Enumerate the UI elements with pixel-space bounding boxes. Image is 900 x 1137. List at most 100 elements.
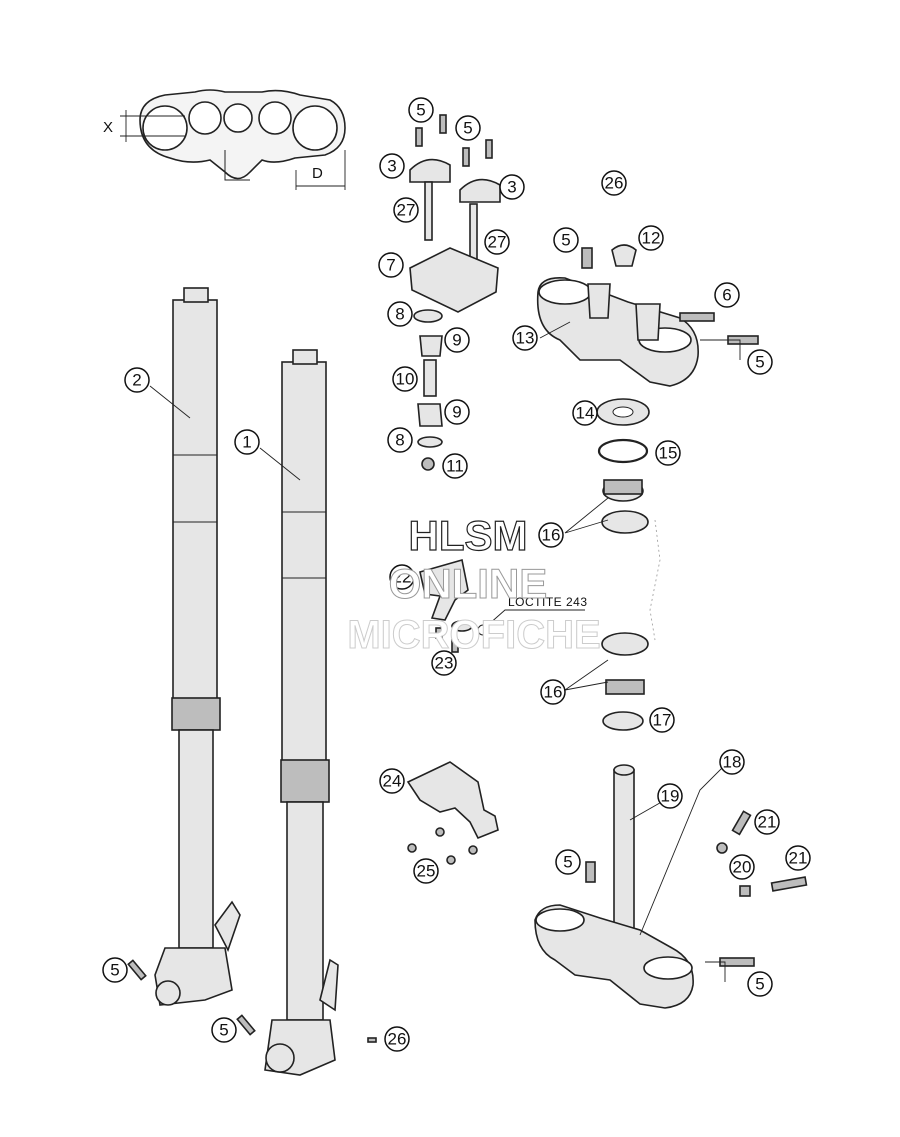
callout-26: 26 bbox=[601, 170, 627, 196]
svg-text:5: 5 bbox=[110, 961, 119, 980]
svg-text:11: 11 bbox=[446, 457, 464, 476]
callout-22: 22 bbox=[389, 564, 415, 590]
svg-text:6: 6 bbox=[722, 286, 731, 305]
svg-text:7: 7 bbox=[386, 256, 395, 275]
svg-text:3: 3 bbox=[387, 157, 396, 176]
callout-12: 12 bbox=[638, 225, 664, 251]
callout-25: 25 bbox=[413, 858, 439, 884]
svg-text:5: 5 bbox=[755, 975, 764, 994]
svg-text:14: 14 bbox=[576, 404, 595, 423]
svg-text:5: 5 bbox=[463, 119, 472, 138]
callout-5: 5 bbox=[211, 1017, 237, 1043]
callout-5: 5 bbox=[747, 349, 773, 375]
callout-9: 9 bbox=[444, 399, 470, 425]
callout-7: 7 bbox=[378, 252, 404, 278]
callout-5: 5 bbox=[553, 227, 579, 253]
svg-text:18: 18 bbox=[723, 753, 742, 772]
callout-5: 5 bbox=[455, 115, 481, 141]
callout-8: 8 bbox=[387, 427, 413, 453]
bolt-part-5 bbox=[127, 959, 147, 981]
callout-26: 26 bbox=[384, 1026, 410, 1052]
steering-bearing-stack bbox=[596, 398, 661, 731]
svg-text:17: 17 bbox=[653, 711, 672, 730]
svg-text:16: 16 bbox=[544, 683, 563, 702]
callout-5: 5 bbox=[747, 971, 773, 997]
svg-text:9: 9 bbox=[452, 403, 461, 422]
svg-text:26: 26 bbox=[605, 174, 624, 193]
callout-14: 14 bbox=[572, 400, 598, 426]
mount-bracket-group bbox=[419, 558, 585, 653]
watermark-line-1: HLSM bbox=[409, 512, 528, 559]
callout-21: 21 bbox=[754, 809, 780, 835]
svg-text:5: 5 bbox=[561, 231, 570, 250]
callout-3: 3 bbox=[499, 174, 525, 200]
headlight-bracket-group bbox=[406, 761, 499, 865]
svg-text:27: 27 bbox=[488, 233, 507, 252]
callout-21: 21 bbox=[785, 845, 811, 871]
callout-10: 10 bbox=[392, 366, 418, 392]
callout-16: 16 bbox=[540, 679, 566, 705]
svg-text:23: 23 bbox=[435, 654, 454, 673]
screw-part-26 bbox=[367, 1037, 377, 1043]
callout-5: 5 bbox=[408, 97, 434, 123]
dimension-x-label: X bbox=[103, 119, 113, 136]
svg-text:27: 27 bbox=[397, 201, 416, 220]
callout-5: 5 bbox=[555, 849, 581, 875]
dimension-d-label: D bbox=[312, 165, 323, 182]
bolt-part-5 bbox=[236, 1014, 256, 1036]
callout-19: 19 bbox=[657, 783, 683, 809]
svg-text:2: 2 bbox=[132, 371, 141, 390]
callout-13: 13 bbox=[512, 325, 538, 351]
watermark-line-3: MICROFICHE bbox=[347, 613, 600, 657]
svg-text:21: 21 bbox=[789, 849, 808, 868]
svg-text:9: 9 bbox=[452, 331, 461, 350]
svg-text:13: 13 bbox=[516, 329, 535, 348]
upper-triple-clamp bbox=[536, 244, 759, 387]
watermark: HLSM ONLINE MICROFICHE bbox=[347, 511, 601, 657]
svg-text:19: 19 bbox=[661, 787, 680, 806]
callout-6: 6 bbox=[714, 282, 740, 308]
callout-2: 2 bbox=[124, 367, 150, 393]
callout-24: 24 bbox=[379, 768, 405, 794]
svg-text:5: 5 bbox=[219, 1021, 228, 1040]
callout-20: 20 bbox=[729, 854, 755, 880]
svg-text:1: 1 bbox=[242, 433, 251, 452]
fork-leg-right bbox=[264, 349, 339, 1076]
svg-text:8: 8 bbox=[395, 431, 404, 450]
svg-text:25: 25 bbox=[417, 862, 436, 881]
callout-17: 17 bbox=[649, 707, 675, 733]
svg-text:20: 20 bbox=[733, 858, 752, 877]
callout-labels: 1 2 3 3 5 5 5 5 5 5 5 5 6 7 8 8 9 9 10 1… bbox=[102, 97, 811, 1052]
callout-8: 8 bbox=[387, 301, 413, 327]
svg-text:21: 21 bbox=[758, 813, 777, 832]
svg-text:10: 10 bbox=[396, 370, 415, 389]
svg-text:8: 8 bbox=[395, 305, 404, 324]
svg-text:15: 15 bbox=[659, 444, 678, 463]
svg-text:16: 16 bbox=[542, 526, 561, 545]
callout-23: 23 bbox=[431, 650, 457, 676]
callout-5: 5 bbox=[102, 957, 128, 983]
svg-text:5: 5 bbox=[755, 353, 764, 372]
callout-16: 16 bbox=[538, 522, 564, 548]
svg-text:5: 5 bbox=[563, 853, 572, 872]
triple-clamp-top-view bbox=[120, 89, 346, 190]
svg-text:22: 22 bbox=[393, 568, 412, 587]
callout-9: 9 bbox=[444, 327, 470, 353]
handlebar-clamp-group bbox=[409, 114, 501, 471]
loctite-note: LOCTITE 243 bbox=[508, 595, 588, 609]
callout-11: 11 bbox=[442, 453, 468, 479]
watermark-line-2: ONLINE bbox=[389, 560, 548, 607]
svg-text:3: 3 bbox=[507, 178, 516, 197]
lower-triple-clamp bbox=[534, 764, 808, 1009]
callout-27: 27 bbox=[393, 197, 419, 223]
callout-1: 1 bbox=[234, 429, 260, 455]
callout-18: 18 bbox=[719, 749, 745, 775]
callout-27: 27 bbox=[484, 229, 510, 255]
callout-15: 15 bbox=[655, 440, 681, 466]
fork-leg-left bbox=[154, 287, 241, 1006]
callout-3: 3 bbox=[379, 153, 405, 179]
svg-text:5: 5 bbox=[416, 101, 425, 120]
svg-text:26: 26 bbox=[388, 1030, 407, 1049]
leader-lines bbox=[149, 321, 729, 936]
